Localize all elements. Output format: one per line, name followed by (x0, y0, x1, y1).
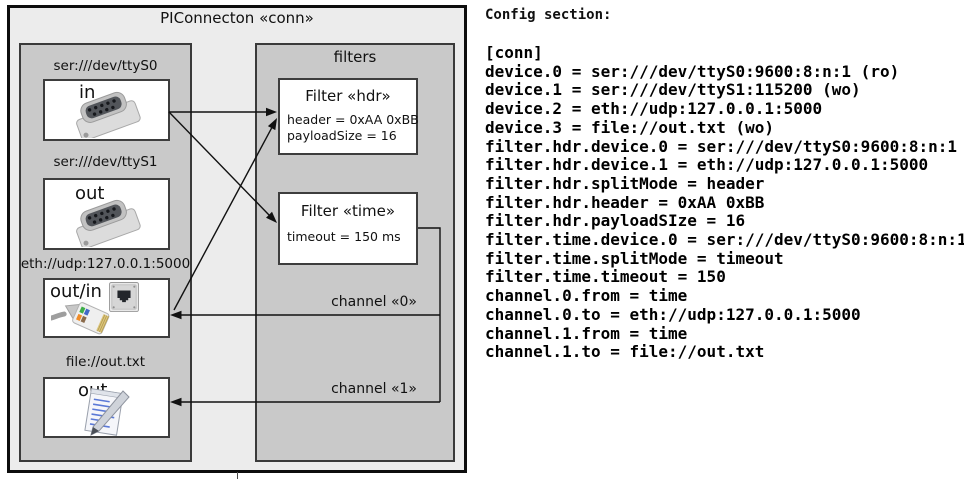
notepad-icon (73, 387, 135, 441)
device-eth-box: out/in (43, 278, 170, 338)
channel-0-label: channel «0» (331, 294, 417, 310)
filter-time-box: Filter «time» timeout = 150 ms (278, 192, 418, 265)
config-line: [conn] (485, 43, 543, 62)
config-line: filter.hdr.device.0 = ser:///dev/ttyS0:9… (485, 136, 958, 156)
device-ser1-box: out (43, 178, 170, 250)
device-file-label: file://out.txt (65, 354, 146, 370)
device-ser1-label: ser:///dev/ttyS1 (53, 154, 158, 170)
config-line: filter.time.device.0 = ser:///dev/ttyS0:… (485, 230, 964, 250)
config-line: filter.hdr.splitMode = header (485, 173, 765, 193)
device-ser0-label: ser:///dev/ttyS0 (53, 58, 158, 74)
diagram-title: PIConnecton «conn» (160, 9, 314, 27)
device-file-box: out (43, 377, 170, 438)
device-eth-label: eth://udp:127.0.0.1:5000 (20, 256, 191, 272)
filter-param: timeout = 150 ms (287, 229, 401, 244)
ethernet-cable-icon (46, 296, 125, 342)
config-heading: Config section: (485, 7, 612, 23)
config-line: filter.hdr.device.1 = eth://udp:127.0.0.… (485, 155, 929, 175)
device-ser0-box: in (43, 79, 170, 141)
config-line: filter.hdr.payloadSIze = 16 (485, 211, 746, 231)
config-line: device.0 = ser:///dev/ttyS0:9600:8:n:1 (… (485, 61, 900, 81)
bottom-tick-mark (237, 472, 238, 479)
config-line: filter.time.timeout = 150 (485, 267, 726, 287)
config-line: device.1 = ser:///dev/ttyS1:115200 (wo) (485, 80, 861, 100)
filter-title: Filter «hdr» (305, 87, 391, 105)
device-direction-label: out (75, 183, 105, 204)
config-line: device.3 = file://out.txt (wo) (485, 117, 774, 137)
serial-connector-icon (63, 193, 149, 251)
config-line: device.2 = eth://udp:127.0.0.1:5000 (485, 99, 823, 119)
filter-param: payloadSize = 16 (287, 128, 397, 143)
filters-panel-title: filters (333, 48, 377, 66)
ethernet-jack-icon (109, 282, 139, 316)
config-line: channel.1.to = file://out.txt (485, 342, 765, 362)
channel-1-label: channel «1» (331, 381, 417, 397)
config-line: filter.time.splitMode = timeout (485, 248, 784, 268)
config-section: [conn] device.0 = ser:///dev/ttyS0:9600:… (485, 43, 964, 362)
config-line: channel.0.from = time (485, 286, 688, 306)
filter-hdr-box: Filter «hdr» header = 0xAA 0xBB payloadS… (278, 78, 419, 155)
config-line: channel.1.from = time (485, 323, 688, 343)
device-direction-label: out/in (50, 281, 102, 302)
serial-connector-icon (63, 86, 149, 142)
device-direction-label: in (79, 82, 96, 103)
filter-title: Filter «time» (300, 202, 396, 220)
config-line: channel.0.to = eth://udp:127.0.0.1:5000 (485, 304, 861, 324)
config-line: filter.hdr.header = 0xAA 0xBB (485, 192, 765, 212)
filter-param: header = 0xAA 0xBB (287, 112, 419, 127)
